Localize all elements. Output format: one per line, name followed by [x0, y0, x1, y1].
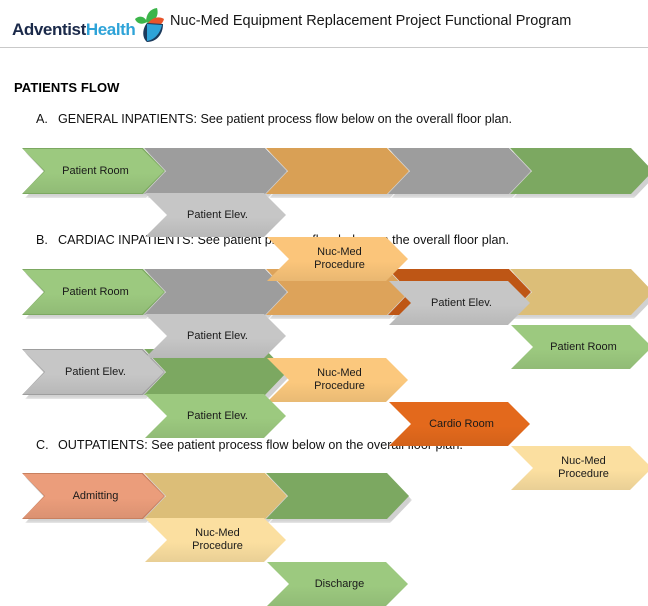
- chevron-outline: [266, 473, 409, 519]
- group-heading-text: OUTPATIENTS: See patient process flow be…: [58, 438, 463, 452]
- chevron-label: Patient Elev.: [65, 365, 126, 378]
- chevron-step[interactable]: Patient Elev.: [145, 394, 286, 438]
- group-letter: A.: [36, 112, 48, 126]
- chevron-step[interactable]: Patient Elev.: [23, 350, 164, 394]
- chevron-outline: [510, 148, 648, 194]
- group-heading-text: GENERAL INPATIENTS: See patient process …: [58, 112, 513, 126]
- chevron-label: Patient Room: [62, 285, 129, 298]
- chevron-label: Patient Room: [550, 340, 617, 353]
- section-title: PATIENTS FLOW: [14, 80, 120, 95]
- chevron-step[interactable]: Patient Elev.: [389, 281, 530, 325]
- chevron-step[interactable]: Patient Room: [511, 325, 648, 369]
- chevron-flow-row: Patient Elev.Patient Elev.: [0, 349, 648, 401]
- header-divider: [0, 47, 648, 48]
- group-letter: B.: [36, 233, 48, 247]
- chevron-step[interactable]: Discharge: [267, 562, 408, 606]
- group-letter: C.: [36, 438, 49, 452]
- page-title: Nuc-Med Equipment Replacement Project Fu…: [170, 13, 572, 29]
- adventist-leaf-mark-icon: [129, 8, 165, 42]
- chevron-label: Patient Elev.: [187, 329, 248, 342]
- chevron-label: Patient Elev.: [431, 296, 492, 309]
- chevron-label: Admitting: [72, 489, 119, 502]
- group-heading-c: C. OUTPATIENTS: See patient process flow …: [36, 438, 463, 452]
- chevron-label: Cardio Room: [429, 417, 494, 430]
- page-header: AdventistHealth Nuc-Med Equipment Replac…: [0, 0, 648, 48]
- chevron-label: Patient Room: [62, 164, 129, 177]
- logo-word-health: Health: [85, 20, 136, 39]
- chevron-label: Patient Elev.: [187, 208, 248, 221]
- chevron-step[interactable]: Admitting: [23, 474, 164, 518]
- chevron-step[interactable]: Cardio Room: [389, 402, 530, 446]
- chevron-outline: [144, 148, 287, 194]
- chevron-outline: [266, 148, 409, 194]
- chevron-outline: [144, 269, 287, 315]
- chevron-step[interactable]: Patient Elev.: [145, 193, 286, 237]
- logo-word-adventist: Adventist: [12, 20, 86, 39]
- logo-wordmark: AdventistHealth: [12, 20, 136, 40]
- chevron-step[interactable]: Patient Elev.: [145, 314, 286, 358]
- chevron-outline: [510, 269, 648, 315]
- chevron-outline: [388, 148, 531, 194]
- chevron-step[interactable]: Patient Room: [23, 270, 164, 314]
- chevron-outline: [144, 473, 287, 519]
- chevron-label: Patient Elev.: [187, 409, 248, 422]
- group-heading-a: A. GENERAL INPATIENTS: See patient proces…: [36, 112, 512, 126]
- chevron-step[interactable]: Patient Room: [23, 149, 164, 193]
- chevron-label: Discharge: [314, 577, 365, 590]
- adventist-health-logo: AdventistHealth: [12, 8, 164, 42]
